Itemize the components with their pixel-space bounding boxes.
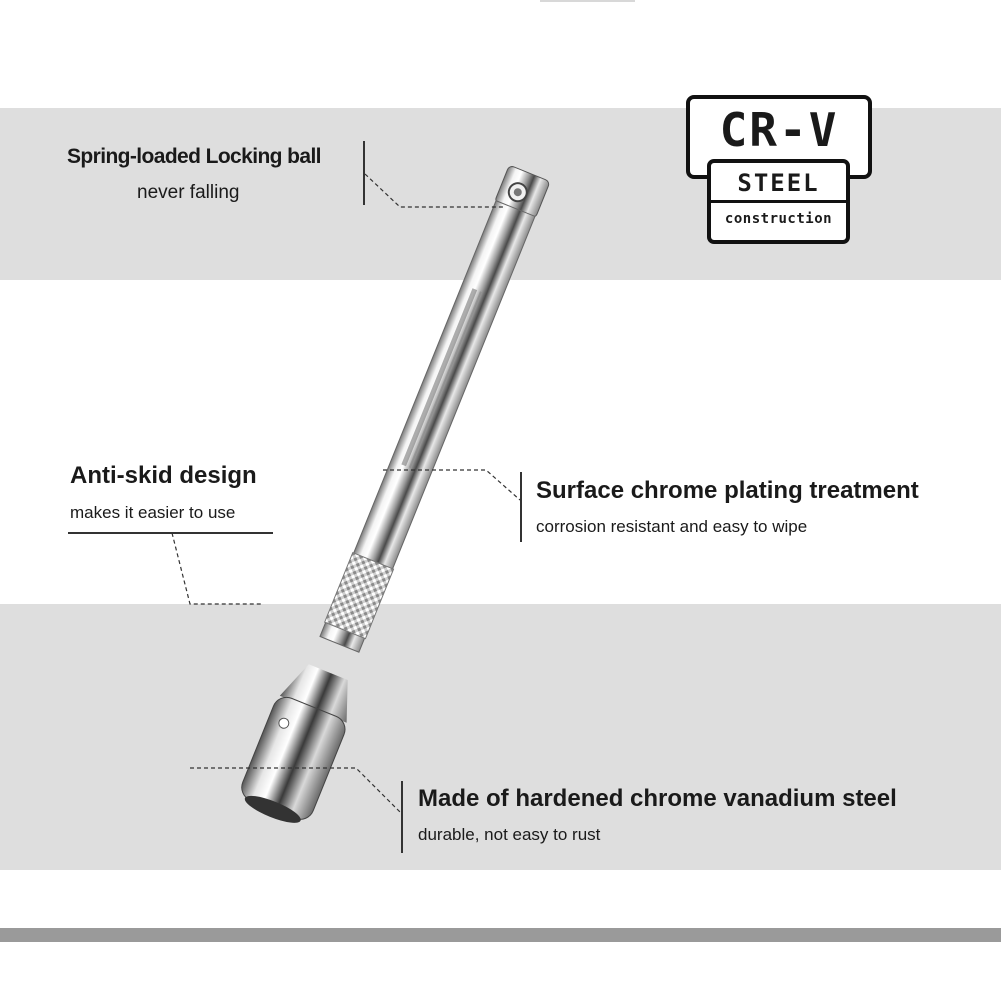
crv-badge-construction: construction bbox=[724, 211, 833, 227]
chrome-callout-marker bbox=[520, 472, 522, 542]
antiskid-callout-subtitle: makes it easier to use bbox=[70, 503, 236, 522]
antiskid-callout-title: Anti-skid design bbox=[70, 462, 257, 489]
top-divider bbox=[540, 0, 635, 2]
crv-badge-divider bbox=[711, 200, 846, 203]
spring-leader-line bbox=[364, 173, 505, 208]
crv-badge-main: CR-V bbox=[719, 103, 839, 157]
hardened-callout-subtitle: durable, not easy to rust bbox=[418, 825, 601, 844]
chrome-leader-line bbox=[383, 469, 521, 501]
antiskid-leader-line bbox=[171, 532, 262, 605]
spring-callout-title: Spring-loaded Locking ball bbox=[67, 145, 322, 168]
hardened-callout-marker bbox=[401, 781, 403, 853]
spring-callout-marker bbox=[363, 141, 365, 205]
hardened-callout-title: Made of hardened chrome vanadium steel bbox=[418, 785, 897, 812]
bottom-bar bbox=[0, 928, 1001, 942]
antiskid-underline bbox=[68, 532, 273, 534]
chrome-callout-title: Surface chrome plating treatment bbox=[536, 477, 919, 504]
crv-badge-material: STEEL bbox=[737, 169, 820, 197]
gray-band-bottom bbox=[0, 604, 1001, 870]
hardened-leader-line bbox=[190, 767, 401, 813]
crv-badge-label-box: STEEL construction bbox=[707, 159, 850, 244]
chrome-callout-subtitle: corrosion resistant and easy to wipe bbox=[536, 517, 808, 536]
spring-callout-subtitle: never falling bbox=[137, 182, 240, 203]
